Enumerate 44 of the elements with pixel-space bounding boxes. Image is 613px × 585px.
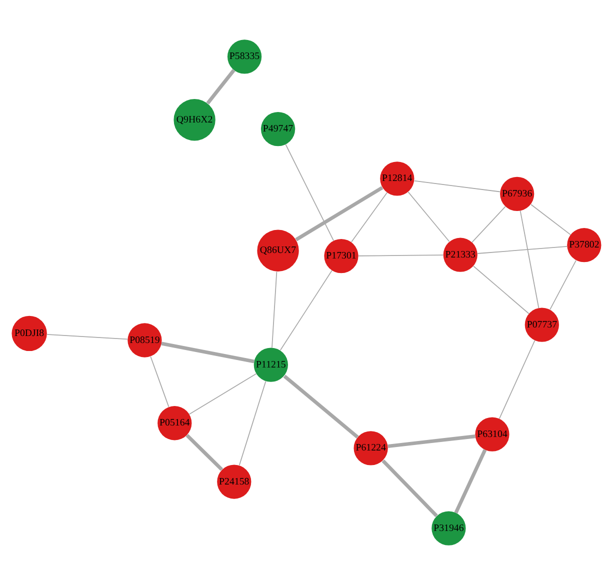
node-circle: P21333	[443, 238, 478, 272]
node-circle: P11215	[254, 348, 288, 382]
node-circle: Q9H6X2	[174, 99, 216, 141]
node-circle: P05164	[158, 406, 192, 440]
node-circle: P37802	[567, 228, 602, 262]
connector	[473, 266, 530, 314]
connector	[186, 434, 224, 471]
connector	[498, 340, 536, 420]
connector	[382, 459, 438, 518]
connector	[520, 210, 540, 308]
node-circle: P07737	[524, 308, 559, 342]
connector	[408, 192, 450, 242]
node-circle: P12814	[380, 162, 414, 196]
connector	[46, 334, 128, 340]
connector	[280, 270, 332, 351]
connector	[295, 186, 384, 242]
node-circle: P63104	[475, 417, 510, 452]
connector	[358, 254, 444, 256]
connector	[414, 180, 500, 192]
node-circle: P67936	[500, 176, 534, 211]
connector	[550, 260, 576, 310]
node-circle: Q86UX7	[257, 230, 299, 272]
node-circle: P08519	[128, 323, 162, 358]
connector	[530, 204, 571, 236]
connector	[272, 271, 278, 348]
connector	[188, 373, 257, 415]
connector	[285, 144, 334, 242]
node-circle: P0DJI8	[12, 316, 47, 352]
node-circle: P31946	[432, 511, 466, 546]
connector	[388, 434, 476, 448]
node-circle: P17301	[324, 238, 358, 274]
connector	[283, 374, 359, 439]
connector	[472, 206, 506, 243]
connector	[454, 449, 487, 514]
node-circle: P58335	[227, 40, 262, 74]
connector	[238, 380, 266, 466]
node-circle: P24158	[217, 464, 252, 499]
connector	[206, 68, 236, 104]
connector	[477, 246, 568, 254]
node-circle: P61224	[354, 431, 388, 466]
node-circle: P49747	[260, 112, 296, 146]
connector	[351, 192, 388, 242]
connector	[161, 342, 254, 364]
connector	[150, 356, 170, 408]
